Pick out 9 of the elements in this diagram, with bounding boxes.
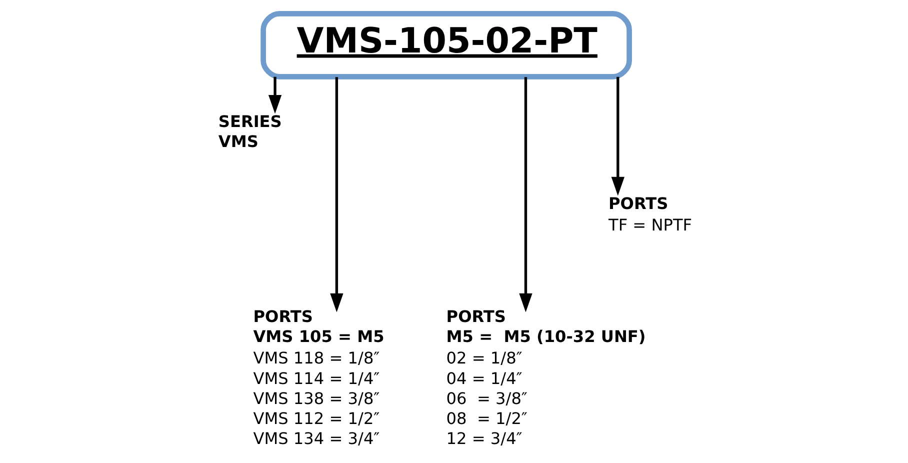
arrow — [330, 77, 344, 312]
arrow — [519, 77, 532, 312]
node-text: PORTS TF = NPTF — [608, 194, 692, 234]
arrow — [611, 76, 624, 196]
node-text: SERIES VMS — [218, 112, 282, 152]
node-box: VMS-105-02-PT — [260, 10, 632, 80]
node-text: PORTS VMS 105 = M5 VMS 118 = 1/8″ VMS 114 = 1/4″ VMS 138 = 3/8″ VMS 112 = 1/2″ VMS 134 = 3/4″ — [253, 307, 384, 448]
node-text: PORTS M5 = M5 (10-32 UNF) 02 = 1/8″ 04 = 1/4″ 06 = 3/8″ 08 = 1/2″ 12 = 3/4″ — [446, 307, 646, 448]
arrow — [268, 76, 282, 114]
